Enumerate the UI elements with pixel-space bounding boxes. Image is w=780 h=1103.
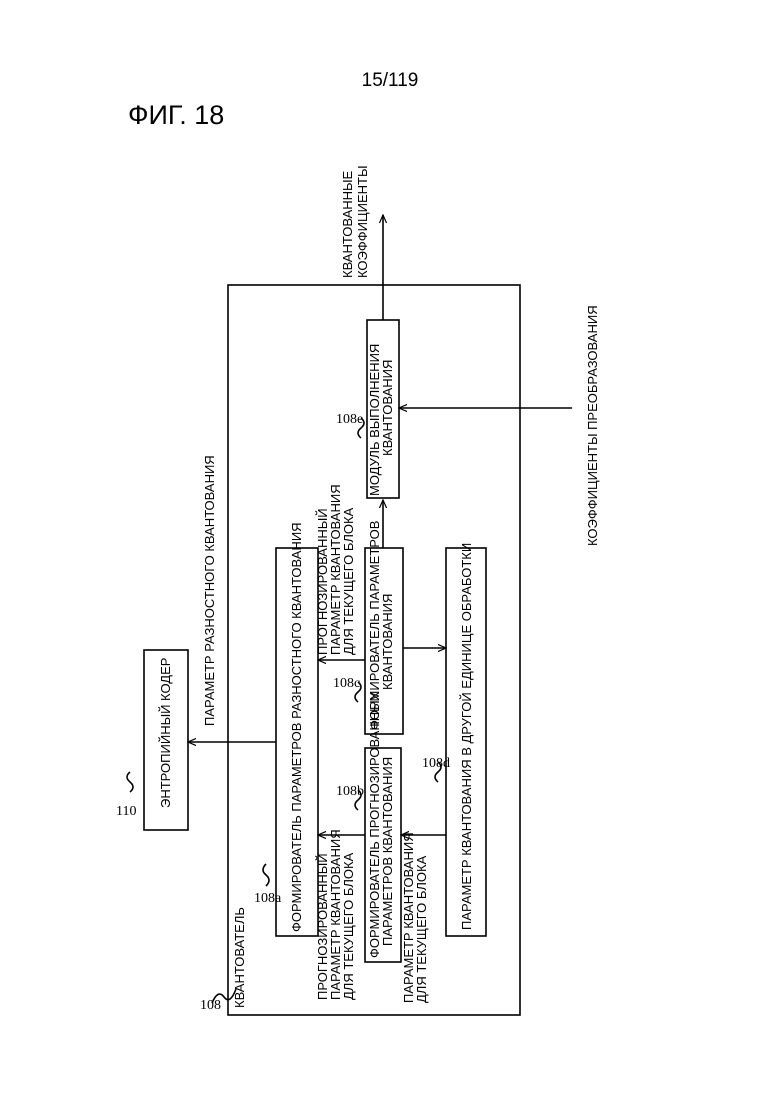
- qp-generator-line2: КВАНТОВАНИЯ: [380, 594, 395, 690]
- diff-qp-label: ПАРАМЕТР РАЗНОСТНОГО КВАНТОВАНИЯ: [202, 455, 217, 726]
- quantized-coefficients-line1: КВАНТОВАННЫЕ: [340, 170, 355, 278]
- qp-other-unit-label: ПАРАМЕТР КВАНТОВАНИЯ В ДРУГОЙ ЕДИНИЦЕ ОБ…: [459, 543, 474, 930]
- ref-108: 108: [200, 998, 221, 1013]
- predicted-qp-bottom-line3: ДЛЯ ТЕКУЩЕГО БЛОКА: [341, 852, 356, 1000]
- ref-108a: 108a: [254, 891, 282, 906]
- quant-executor-line2: КВАНТОВАНИЯ: [380, 360, 395, 456]
- ref-108c: 108c: [333, 676, 360, 691]
- ref-110-leader: [127, 772, 133, 792]
- ref-108d: 108d: [422, 756, 450, 771]
- diff-qp-generator-label: ФОРМИРОВАТЕЛЬ ПАРАМЕТРОВ РАЗНОСТНОГО КВА…: [289, 522, 304, 932]
- qp-current-block-line2: ДЛЯ ТЕКУЩЕГО БЛОКА: [414, 855, 429, 1003]
- predicted-qp-generator-line2: ПАРАМЕТРОВ КВАНТОВАНИЯ: [380, 757, 395, 946]
- predicted-qp-top-line3: ДЛЯ ТЕКУЩЕГО БЛОКА: [341, 507, 356, 655]
- quantized-coefficients-line2: КОЭФФИЦИЕНТЫ: [355, 166, 370, 278]
- entropy-coder-label: ЭНТРОПИЙНЫЙ КОДЕР: [158, 658, 173, 808]
- ref-110: 110: [116, 804, 136, 819]
- ref-108e: 108e: [336, 412, 363, 427]
- transform-coefficients-label: КОЭФФИЦИЕНТЫ ПРЕОБРАЗОВАНИЯ: [585, 305, 600, 546]
- ref-108a-leader: [263, 864, 269, 886]
